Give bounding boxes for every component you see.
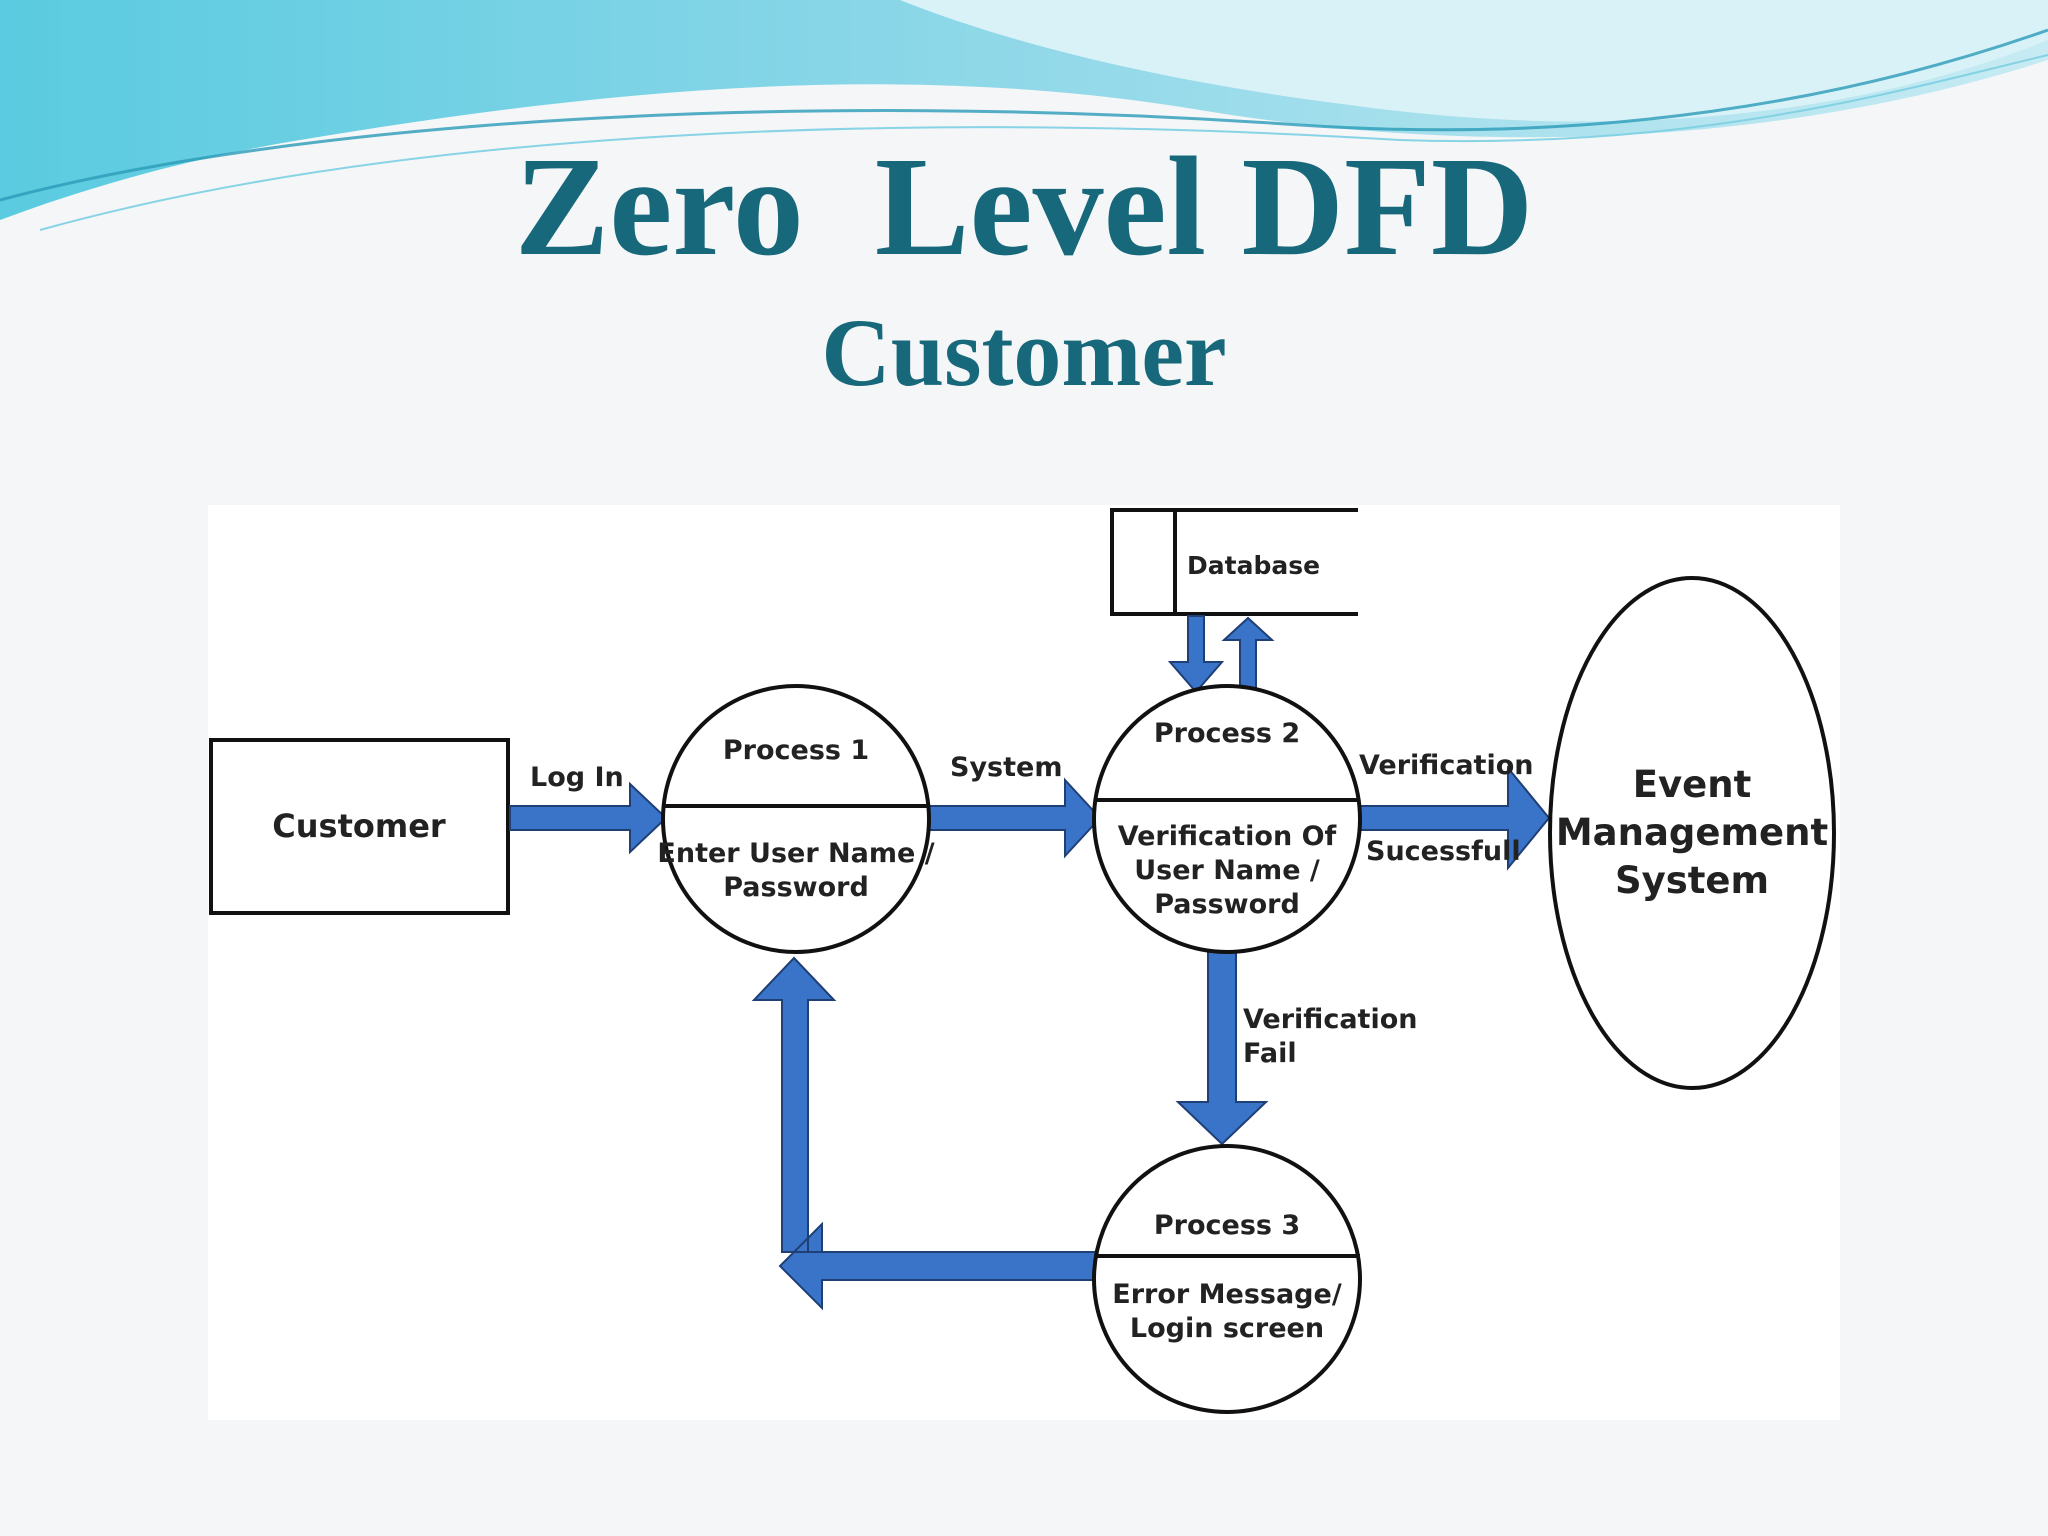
event-management-ellipse [1548,576,1836,1090]
process-1-circle [661,684,931,954]
process-1-title: Process 1 [723,735,869,766]
process-2-line-1: Verification Of [1118,821,1337,852]
process-2: Process 2 Verification Of User Name / Pa… [1092,684,1362,954]
flow-arrow-verification-fail [1175,951,1269,1146]
event-management-entity: Event Management System [1548,576,1836,1090]
flow-arrow-process2-to-db [1221,616,1275,691]
process-1-line-2: Password [723,872,869,903]
flow-arrow-log-in [509,781,668,855]
process-3-line-2: Login screen [1130,1313,1324,1344]
customer-box [209,738,510,915]
flow-label-verification: Verification [1359,750,1533,781]
database-store-fill [1112,510,1358,614]
header-wave-light [900,0,2048,122]
flow-arrow-error-return [751,956,1101,1311]
process-2-title: Process 2 [1154,718,1300,749]
event-management-line-2: Management [1556,811,1828,854]
process-1: Process 1 Enter User Name / Password [657,684,935,954]
flow-label-verification-fail-2: Fail [1243,1038,1297,1069]
flow-label-log-in: Log In [530,762,624,793]
customer-entity: Customer [209,738,510,915]
database-label: Database [1187,551,1320,580]
database-store: Database [1110,508,1358,616]
flow-arrow-db-to-process2 [1167,615,1225,694]
process-3-circle [1092,1144,1362,1414]
flow-arrow-verification-success [1355,765,1551,871]
process-3-title: Process 3 [1154,1210,1300,1241]
header-wave-line-2 [39,54,2048,231]
event-management-line-1: Event [1633,763,1752,806]
process-1-line-1: Enter User Name / [657,838,934,869]
flow-label-verification-fail-1: Verification [1243,1004,1417,1035]
process-2-circle [1092,684,1362,954]
process-2-line-3: Password [1154,889,1300,920]
flow-arrow-system [925,777,1102,859]
header-wave-line [0,28,2048,202]
slide-subtitle: Customer [821,299,1227,406]
slide-title: Zero Level DFD [514,127,1534,285]
process-3-line-1: Error Message/ [1112,1279,1342,1310]
customer-label: Customer [272,807,446,845]
process-2-line-2: User Name / [1134,855,1320,886]
database-store-outline [1110,508,1358,616]
flow-label-system: System [950,752,1062,783]
event-management-line-3: System [1615,859,1769,902]
flow-label-sucessfull: Sucessfull [1366,836,1521,867]
process-3: Process 3 Error Message/ Login screen [1092,1144,1362,1414]
